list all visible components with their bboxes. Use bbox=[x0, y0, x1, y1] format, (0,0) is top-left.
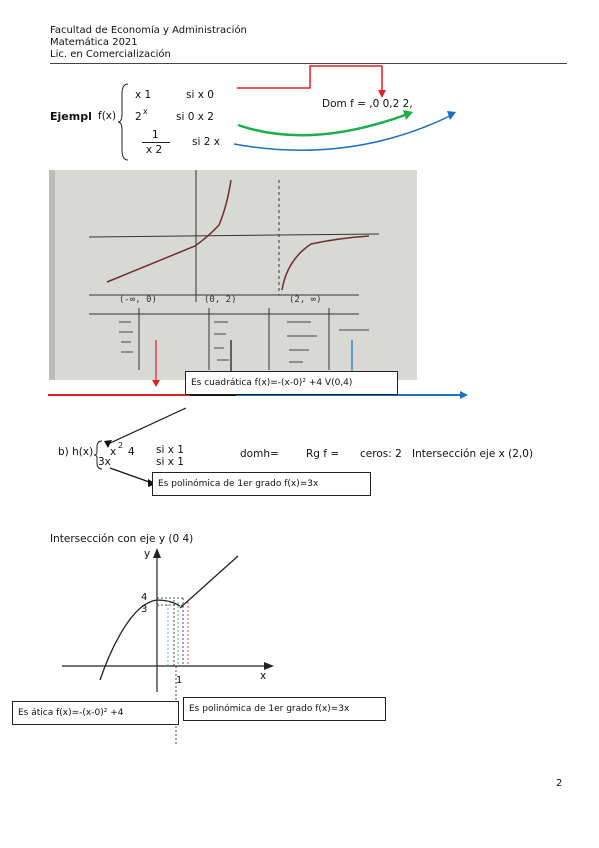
photo-interval-1: (-∞, 0) bbox=[119, 295, 157, 305]
photo-interval-2: (0, 2) bbox=[204, 295, 237, 305]
piece1-cond: si x 0 bbox=[186, 89, 214, 101]
range-f: Rg f = bbox=[306, 448, 340, 460]
domain-text: Dom f = ,0 0,2 2, bbox=[322, 98, 413, 110]
piece2-expr: 2 bbox=[135, 111, 142, 123]
quadratic-info-box: Es cuadrática f(x)=-(x-0)² +4 V(0,4) bbox=[185, 371, 398, 395]
header-career: Lic. en Comercialización bbox=[50, 49, 171, 60]
part-b-piece1-tail: 4 bbox=[128, 446, 135, 458]
annotation-arrows bbox=[233, 65, 456, 151]
notebook-photo: (-∞, 0) (0, 2) (2, ∞) bbox=[49, 170, 417, 380]
fraction-bar bbox=[142, 142, 170, 143]
part-b-brace bbox=[94, 440, 103, 470]
tick-label-3: 3 bbox=[141, 604, 148, 615]
header-faculty: Facultad de Economía y Administración bbox=[50, 25, 247, 36]
function-graph bbox=[62, 548, 274, 745]
piece3-denominator: x 2 bbox=[146, 144, 163, 156]
linear-info-box: Es polinómica de 1er grado f(x)=3x bbox=[152, 472, 371, 496]
tick-label-1: 1 bbox=[176, 675, 183, 686]
page-number: 2 bbox=[556, 778, 563, 789]
piece2-cond: si 0 x 2 bbox=[176, 111, 214, 123]
part-b-piece1-cond: si x 1 bbox=[156, 444, 184, 456]
axis-label-x: x bbox=[260, 670, 267, 682]
tick-label-4: 4 bbox=[141, 592, 148, 603]
piece3-cond: si 2 x bbox=[192, 136, 220, 148]
header-course: Matemática 2021 bbox=[50, 37, 138, 48]
quadratic-box-graph: Es ática f(x)=-(x-0)² +4 bbox=[12, 701, 179, 725]
example-label: Ejempl bbox=[50, 110, 92, 123]
axis-label-y: y bbox=[144, 548, 151, 560]
photo-interval-3: (2, ∞) bbox=[289, 295, 322, 305]
part-b-piece1-exponent: 2 bbox=[118, 441, 124, 450]
part-b-piece1-base: x bbox=[110, 446, 117, 458]
y-intersection-title: Intersección con eje y (0 4) bbox=[50, 533, 194, 545]
zeros: ceros: 2 bbox=[360, 448, 402, 460]
example-func: f(x) bbox=[98, 110, 117, 122]
domain-h: domh= bbox=[240, 448, 279, 460]
linear-box-graph: Es polinómica de 1er grado f(x)=3x bbox=[183, 697, 386, 721]
piece1-expr: x 1 bbox=[135, 89, 152, 101]
interval-arrows bbox=[48, 340, 468, 487]
handwritten-graph bbox=[49, 170, 417, 380]
part-b-piece2-cond: si x 1 bbox=[156, 456, 184, 468]
part-b-label: b) h(x) bbox=[58, 446, 94, 458]
header-divider bbox=[50, 63, 567, 64]
part-b-piece2-expr: 3x bbox=[98, 456, 111, 468]
piece2-exponent: x bbox=[143, 107, 148, 116]
x-intersection: Intersección eje x (2,0) bbox=[412, 448, 534, 460]
piece3-numerator: 1 bbox=[152, 129, 159, 141]
piecewise-brace bbox=[118, 83, 129, 161]
